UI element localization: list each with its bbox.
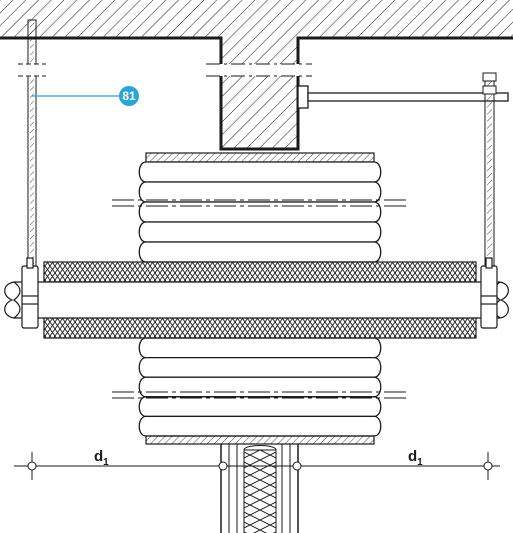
insulated-pipe	[0, 261, 513, 339]
ceiling-slab	[0, 0, 513, 151]
svg-text:d1: d1	[94, 448, 109, 468]
lower-insulation-pillows	[138, 337, 382, 437]
dimension-label-right: d1	[408, 448, 423, 468]
wall-bracket	[297, 85, 509, 109]
insulation-pillow	[138, 161, 382, 183]
insulation-pillow	[138, 396, 382, 418]
insulation-pillow	[138, 415, 382, 437]
dimension-label-left: d1	[94, 448, 109, 468]
callout-81: 81	[32, 86, 139, 106]
insulation-pillow	[138, 356, 382, 378]
top-plate	[145, 152, 375, 163]
left-pipe-clamp	[4, 257, 39, 329]
insulation-pillow	[138, 201, 382, 223]
insulation-pillow	[138, 241, 382, 263]
pillow-centerlines	[112, 199, 408, 399]
svg-text:d1: d1	[408, 448, 423, 468]
dimension-line	[14, 452, 500, 480]
right-pipe-clamp	[480, 257, 509, 329]
insulation-pillow	[138, 221, 382, 243]
left-hanger-rod	[18, 19, 46, 268]
partition-wall	[220, 444, 299, 533]
upper-insulation-pillows	[138, 161, 382, 263]
insulation-pillow	[138, 376, 382, 398]
callout-number: 81	[122, 89, 136, 103]
insulation-pillow	[138, 337, 382, 359]
insulation-pillow	[138, 181, 382, 203]
callout-bubble	[119, 86, 139, 106]
right-hanger-rod	[482, 72, 497, 268]
bottom-plate	[145, 435, 375, 445]
